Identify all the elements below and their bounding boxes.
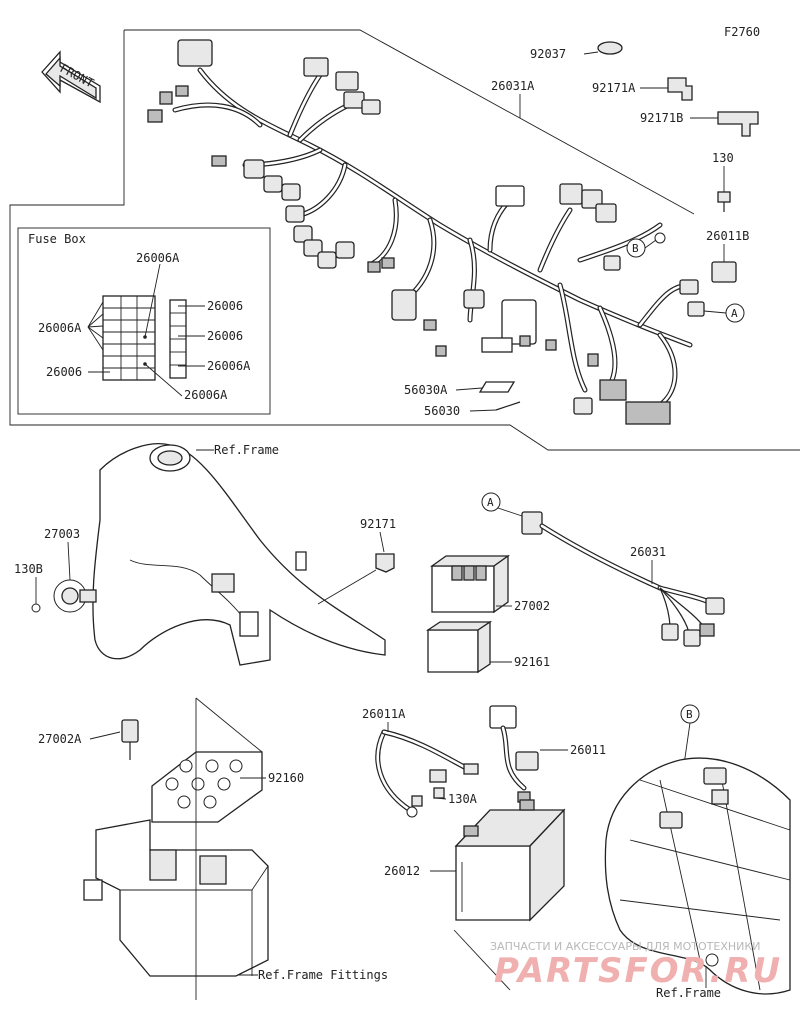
ecu-27002-icon <box>429 554 511 614</box>
marker-A-bottom-label: A <box>487 496 494 509</box>
label-27002: 27002 <box>514 599 550 613</box>
label-130: 130 <box>712 151 734 165</box>
label-26031A: 26031A <box>491 79 535 93</box>
ref-frame-bottom: Ref.Frame <box>656 986 721 1000</box>
label-26006A-bottom: 26006A <box>184 388 228 402</box>
label-56030: 56030 <box>424 404 460 418</box>
connector-26011B-icon <box>711 261 737 283</box>
bracket-92171A-icon <box>667 77 693 101</box>
fuse-box-title: Fuse Box <box>28 232 86 246</box>
label-26006A-top: 26006A <box>136 251 180 265</box>
marker-A-top-label: A <box>731 307 738 320</box>
label-92161: 92161 <box>514 655 550 669</box>
label-26011: 26011 <box>570 743 606 757</box>
marker-A-bottom <box>481 492 501 512</box>
ref-frame-fittings: Ref.Frame Fittings <box>258 968 388 982</box>
front-arrow-icon: FRONT <box>41 50 101 104</box>
label-130B: 130B <box>14 562 43 576</box>
label-92037: 92037 <box>530 47 566 61</box>
label-27002A: 27002A <box>38 732 82 746</box>
label-92171A: 92171A <box>592 81 636 95</box>
label-26006A-left: 26006A <box>38 321 82 335</box>
label-92171B: 92171B <box>640 111 683 125</box>
marker-B-bottom-label: B <box>686 708 693 721</box>
bolt-130-icon <box>717 191 731 212</box>
label-92171: 92171 <box>360 517 396 531</box>
label-130A: 130A <box>448 792 478 806</box>
frame-section-left <box>31 443 386 666</box>
battery-case-assembly <box>83 697 269 1000</box>
clamp-92037-icon <box>597 41 623 55</box>
watermark-tagline: ЗАПЧАСТИ И АКСЕССУАРЫ ДЛЯ МОТОТЕХНИКИ <box>490 940 760 953</box>
battery-26012-icon <box>454 799 566 922</box>
clip-92171-icon <box>375 553 395 573</box>
harness-labels: 92037 26031A 92171A 92171B 130 26011B A … <box>404 41 759 418</box>
label-26011A: 26011A <box>362 707 406 721</box>
label-26006-r2: 26006 <box>207 329 243 343</box>
label-26006-left: 26006 <box>46 365 82 379</box>
ref-frame-top: Ref.Frame <box>214 443 279 457</box>
main-wiring-harness <box>147 39 705 425</box>
figure-code: F2760 <box>724 25 760 39</box>
label-26006-r1: 26006 <box>207 299 243 313</box>
bracket-92171B-icon <box>717 111 759 137</box>
harness-frame-line <box>124 29 695 215</box>
label-26031: 26031 <box>630 545 666 559</box>
watermark-brand: PARTSFOR.RU <box>494 951 782 991</box>
label-26006A-r3: 26006A <box>207 359 251 373</box>
label-56030A: 56030A <box>404 383 448 397</box>
harness-frame-line-lower <box>9 30 800 451</box>
label-92160: 92160 <box>268 771 304 785</box>
cover-92161-icon <box>425 620 493 674</box>
marker-B-top-label: B <box>632 242 639 255</box>
battery-cables <box>375 705 539 818</box>
label-27003: 27003 <box>44 527 80 541</box>
frame-section-right: B <box>604 704 791 995</box>
sub-harness-26031: A <box>481 492 725 647</box>
label-26012: 26012 <box>384 864 420 878</box>
fuse-box-inset: Fuse Box <box>17 227 271 415</box>
label-26011B: 26011B <box>706 229 749 243</box>
